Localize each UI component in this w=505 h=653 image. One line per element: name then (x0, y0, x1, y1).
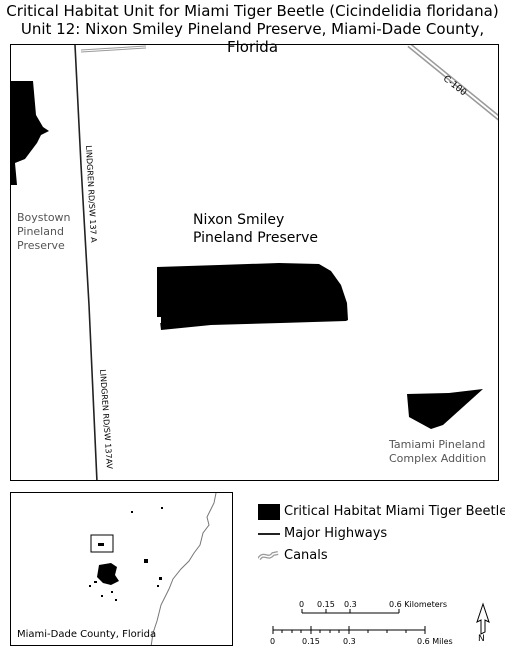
map-subtitle: Unit 12: Nixon Smiley Pineland Preserve,… (20, 20, 485, 56)
canal-line-icon (258, 551, 279, 561)
main-map-canvas (11, 45, 498, 480)
mile-label-0: 0 (270, 637, 276, 646)
scale-bar: 0 0.15 0.3 0.6 Kilometers 0 0.15 0.3 0.6… (265, 596, 505, 653)
inset-map[interactable]: Miami-Dade County, Florida (10, 492, 233, 646)
highway-lindgren (74, 45, 98, 480)
habitat-tamiami (407, 389, 483, 429)
inset-habitat-cluster (97, 563, 119, 585)
km-label-03: 0.3 (344, 600, 357, 609)
scale-bar-graphic (272, 602, 490, 635)
mile-label-06: 0.6 Miles (417, 637, 453, 646)
north-label: N (478, 634, 485, 644)
inset-label: Miami-Dade County, Florida (17, 629, 157, 640)
habitat-boystown (11, 81, 49, 185)
label-boystown: Boystown Pineland Preserve (17, 211, 71, 252)
main-map[interactable]: C-100 LINDGREN RD/SW 137 A LINDGREN RD/S… (10, 44, 499, 481)
mile-label-03: 0.3 (343, 637, 356, 646)
km-label-06: 0.6 Kilometers (389, 600, 448, 609)
km-label-0: 0 (299, 600, 305, 609)
inset-map-canvas (89, 493, 217, 645)
north-arrow-icon (476, 602, 490, 635)
inset-locator-box (90, 534, 114, 553)
map-title: Critical Habitat Unit for Miami Tiger Be… (6, 2, 499, 20)
highway-line-icon (258, 533, 280, 535)
mile-label-015: 0.15 (302, 637, 320, 646)
legend: Critical Habitat Miami Tiger Beetle Majo… (258, 502, 505, 572)
habitat-nixon-smiley (157, 263, 348, 330)
label-nixon-smiley: Nixon Smiley Pineland Preserve (193, 212, 319, 246)
habitat-swatch (258, 504, 280, 520)
label-tamiami: Tamiami Pineland Complex Addition (389, 438, 487, 465)
inset-coastline (150, 493, 217, 645)
km-label-015: 0.15 (317, 600, 335, 609)
